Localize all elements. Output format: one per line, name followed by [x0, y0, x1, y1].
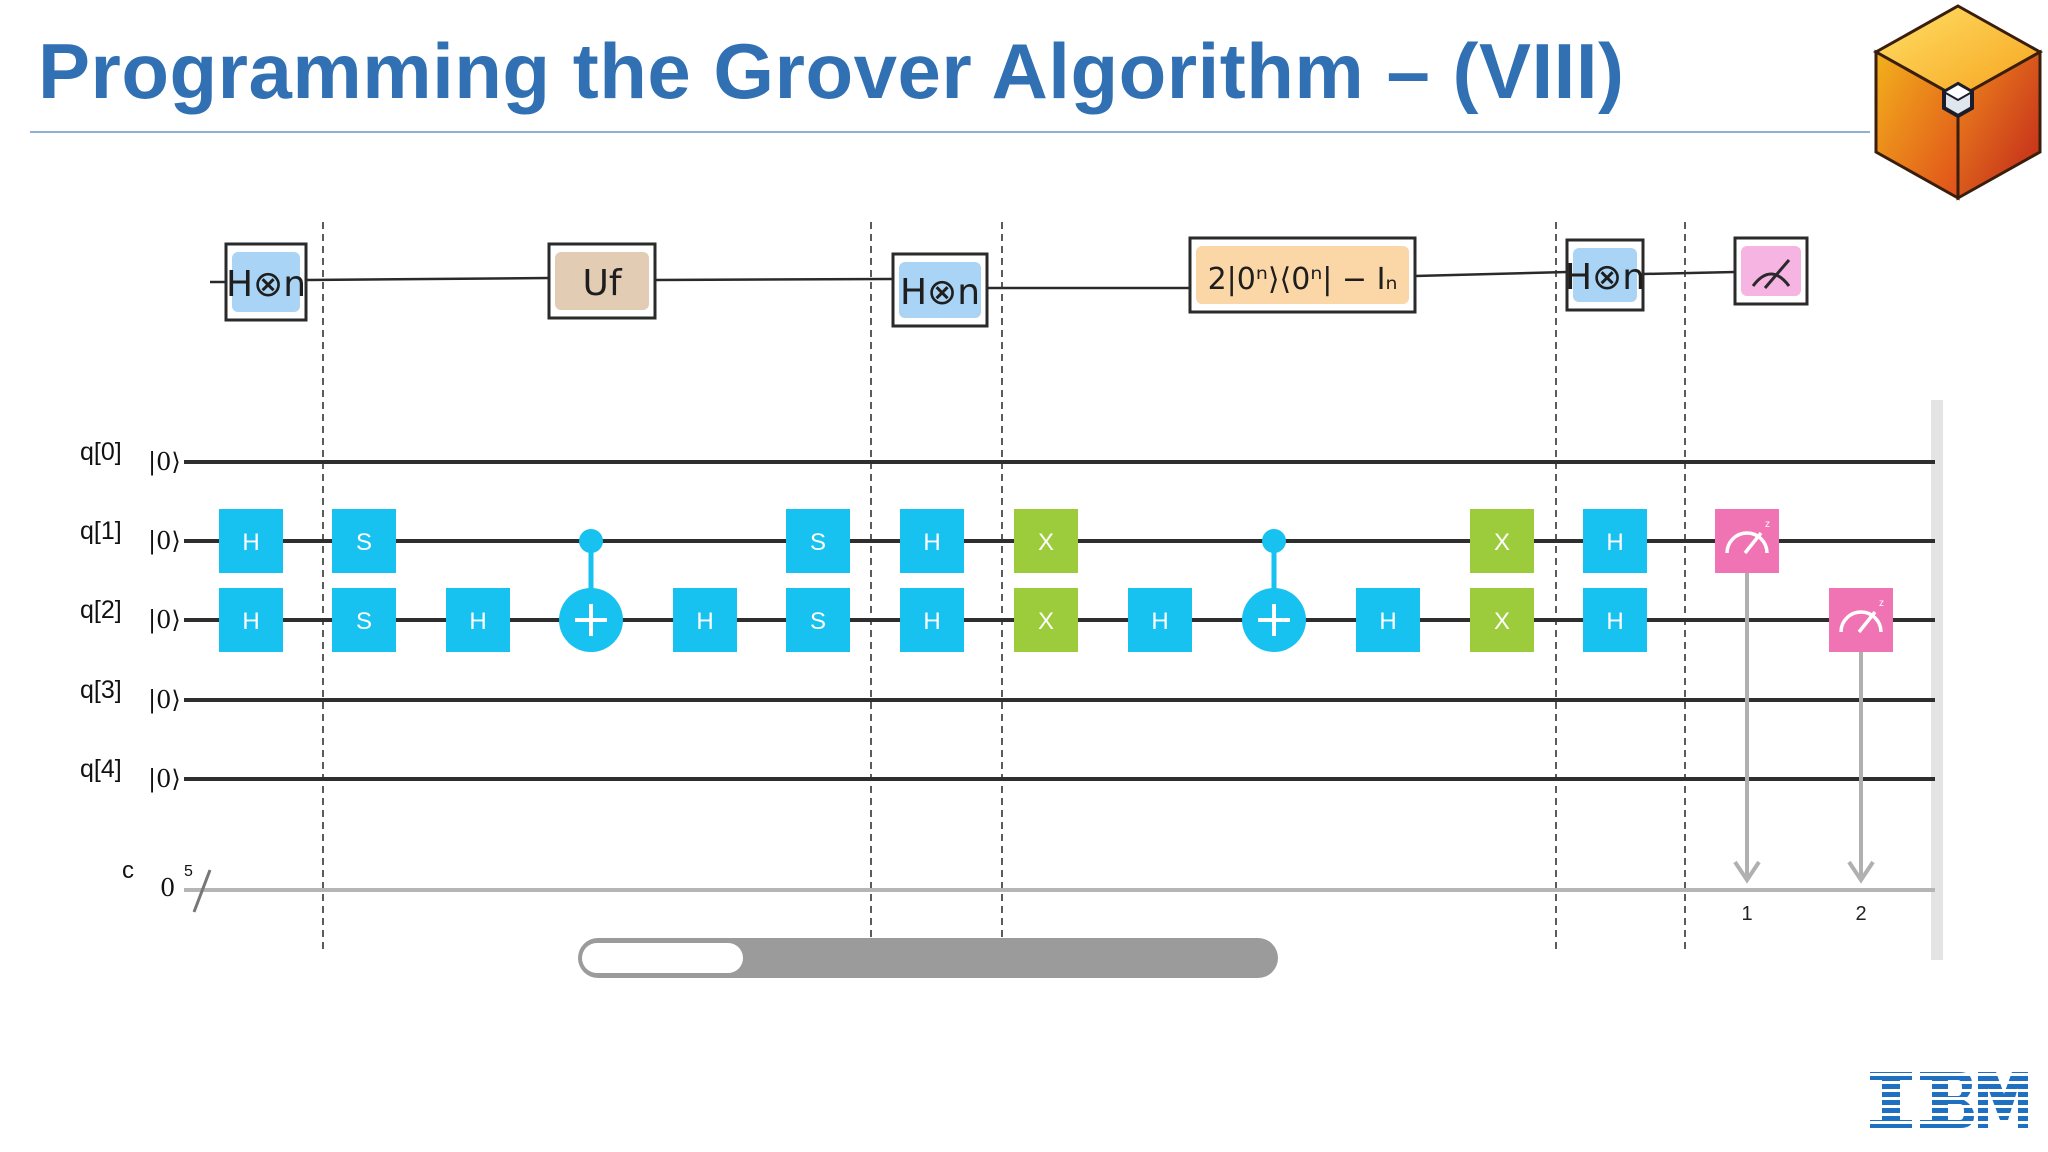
sketch-box [891, 252, 989, 328]
sketch-label: 2|0ⁿ⟩⟨0ⁿ| − Iₙ [1208, 262, 1398, 297]
s-gate[interactable] [786, 509, 850, 573]
sketch-fill [1741, 246, 1801, 296]
sketch-fill [232, 252, 300, 312]
h-gate[interactable] [900, 588, 964, 652]
circuit-gates: H H S S H H S S H H X X H H X X H Hz 1 z 2 [219, 509, 1893, 925]
x-gate[interactable] [1014, 588, 1078, 652]
classical-bit-index: 2 [1855, 903, 1866, 925]
h-gate[interactable] [219, 509, 283, 573]
sketch-box [1733, 236, 1809, 306]
sketch-fill [899, 262, 981, 318]
meter-z-label: z [1879, 598, 1884, 609]
sketch-fill [555, 252, 649, 310]
h-gate[interactable] [1128, 588, 1192, 652]
meter-icon [1839, 610, 1883, 634]
classical-width: 5 [184, 863, 193, 880]
sketch-box [547, 242, 657, 320]
measure-gate[interactable] [1715, 509, 1779, 573]
qubit-init-state: |0⟩ [148, 448, 181, 477]
h-gate[interactable] [1583, 509, 1647, 573]
cnot-control-dot[interactable] [579, 529, 603, 553]
measure-gate[interactable] [1829, 588, 1893, 652]
qubit-label: q[2] [80, 596, 122, 624]
gate-label: H [1379, 608, 1396, 635]
sketch-label: H⊗n [1565, 257, 1645, 298]
sketch-measure-icon [1751, 259, 1791, 289]
gate-label: H [242, 608, 259, 635]
gate-label: X [1038, 608, 1054, 635]
measure-arrow [1733, 860, 1761, 884]
title-divider [30, 131, 1870, 133]
gate-label: H [242, 529, 259, 556]
classical-slash [192, 869, 212, 913]
qubit-init-state: |0⟩ [148, 765, 181, 794]
sketch-label: H⊗n [900, 272, 980, 313]
meter-z-label: z [1765, 519, 1770, 530]
scrollbar-thumb[interactable] [582, 943, 743, 973]
circuit-edge [1931, 400, 1943, 960]
qubit-init-state: |0⟩ [148, 606, 181, 635]
x-gate[interactable] [1470, 588, 1534, 652]
classical-bit-index: 1 [1741, 903, 1752, 925]
gate-label: H [923, 608, 940, 635]
h-gate[interactable] [673, 588, 737, 652]
gate-label: S [810, 608, 826, 635]
h-gate[interactable] [1356, 588, 1420, 652]
gate-label: H [696, 608, 713, 635]
qubit-init-state: |0⟩ [148, 527, 181, 556]
cnot-plus-icon [575, 604, 607, 636]
gate-label: S [810, 529, 826, 556]
x-gate[interactable] [1014, 509, 1078, 573]
h-gate[interactable] [446, 588, 510, 652]
sketch-box [224, 242, 308, 322]
s-gate[interactable] [786, 588, 850, 652]
gate-label: S [356, 608, 372, 635]
sketch-box [1188, 236, 1417, 314]
qubit-label: q[3] [80, 676, 122, 704]
qubit-init-state: |0⟩ [148, 686, 181, 715]
gate-label: H [1606, 529, 1623, 556]
sketch-fill [1196, 246, 1409, 304]
classical-label: c [122, 857, 134, 884]
qubit-label: q[0] [80, 438, 122, 466]
qiskit-cube-icon [1872, 4, 2044, 201]
scrollbar-track[interactable] [578, 938, 1278, 978]
h-gate[interactable] [1583, 588, 1647, 652]
classical-init: 0 [160, 874, 175, 902]
gate-label: X [1494, 529, 1510, 556]
s-gate[interactable] [332, 509, 396, 573]
gate-label: X [1038, 529, 1054, 556]
s-gate[interactable] [332, 588, 396, 652]
sketch-label: H⊗n [226, 264, 306, 305]
sketch-label: Uf [582, 263, 622, 304]
gate-label: H [923, 529, 940, 556]
x-gate[interactable] [1470, 509, 1534, 573]
qubit-label: q[1] [80, 517, 122, 545]
meter-icon [1725, 531, 1769, 555]
gate-label: X [1494, 608, 1510, 635]
gate-label: H [1606, 608, 1623, 635]
h-gate[interactable] [900, 509, 964, 573]
gate-label: H [1151, 608, 1168, 635]
gate-label: H [469, 608, 486, 635]
sketch-fill [1573, 248, 1637, 302]
cnot-plus-icon [1258, 604, 1290, 636]
cnot-control-dot[interactable] [1262, 529, 1286, 553]
horizontal-scrollbar[interactable] [578, 938, 1278, 978]
sketch-wire [210, 270, 1736, 290]
measure-arrow [1847, 860, 1875, 884]
sketch-box [1565, 238, 1645, 312]
ibm-logo-icon [1870, 1072, 2028, 1128]
sketch-diagram: H⊗n Uf H⊗n 2|0ⁿ⟩⟨0ⁿ| − Iₙ H⊗n [210, 236, 1809, 328]
gate-label: S [356, 529, 372, 556]
slide-title: Programming the Grover Algorithm – (VIII… [38, 27, 1625, 115]
qubit-label: q[4] [80, 755, 122, 783]
h-gate[interactable] [219, 588, 283, 652]
